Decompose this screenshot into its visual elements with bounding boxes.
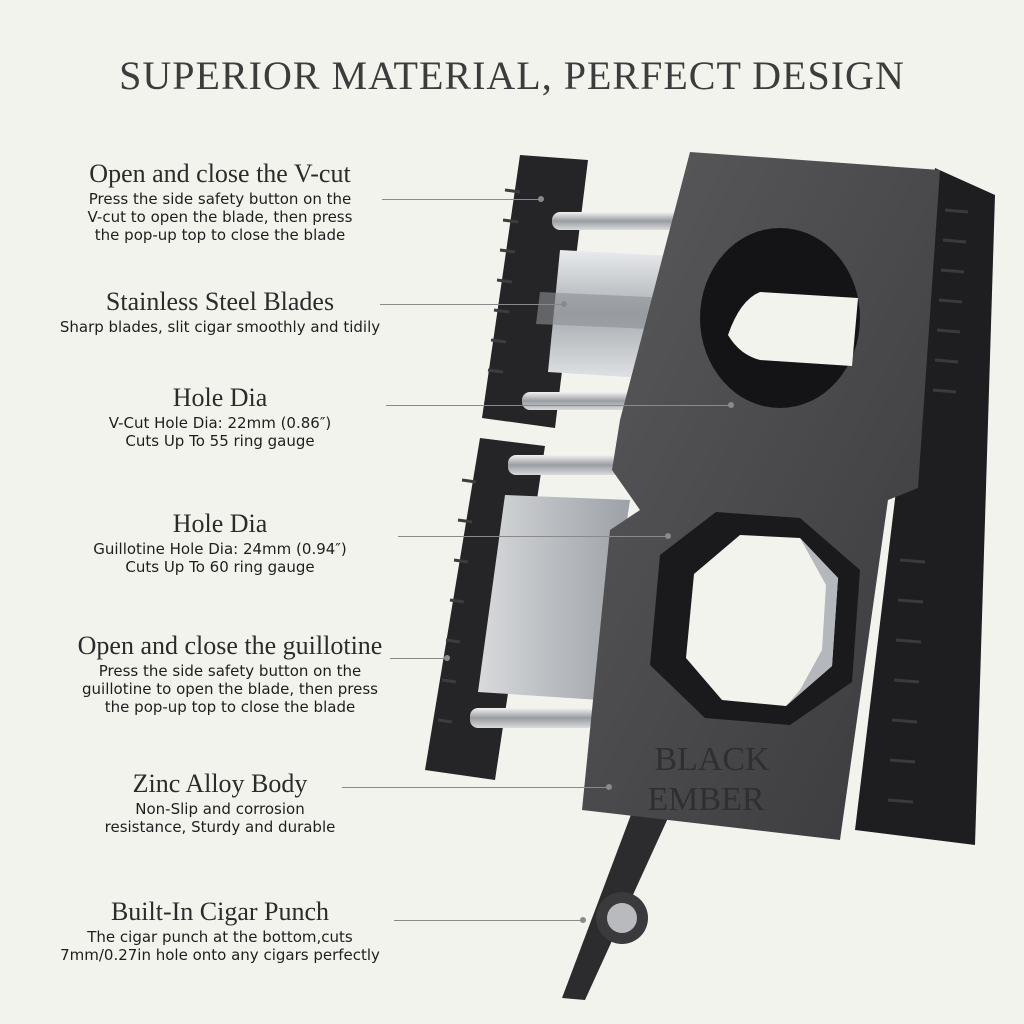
feature-heading: Built-In Cigar Punch bbox=[110, 897, 330, 926]
feature-guillotine: Open and close the guillotine Press the … bbox=[30, 630, 430, 716]
feature-vcut-hole: Hole Dia V-Cut Hole Dia: 22mm (0.86″) Cu… bbox=[60, 382, 380, 450]
leader-dot bbox=[561, 301, 567, 307]
leader-line bbox=[394, 920, 584, 921]
feature-guillotine-hole: Hole Dia Guillotine Hole Dia: 24mm (0.94… bbox=[55, 508, 385, 576]
feature-zinc-body: Zinc Alloy Body Non-Slip and corrosion r… bbox=[60, 768, 380, 836]
feature-desc-line: 7mm/0.27in hole onto any cigars perfectl… bbox=[60, 946, 380, 964]
leader-dot bbox=[444, 655, 450, 661]
feature-desc-line: V-Cut Hole Dia: 22mm (0.86″) bbox=[108, 414, 332, 432]
v-cut-carriage bbox=[482, 155, 682, 428]
leader-dot bbox=[665, 533, 671, 539]
brand-line-2: EMBER bbox=[647, 781, 764, 818]
side-rail bbox=[855, 168, 995, 845]
leader-dot bbox=[606, 784, 612, 790]
leader-line bbox=[380, 304, 565, 305]
feature-desc-line: Press the side safety button on the bbox=[98, 662, 362, 680]
feature-desc-line: Cuts Up To 55 ring gauge bbox=[125, 432, 315, 450]
leader-dot bbox=[728, 402, 734, 408]
feature-desc-line: Guillotine Hole Dia: 24mm (0.94″) bbox=[93, 540, 347, 558]
feature-desc-line: V-cut to open the blade, then press bbox=[87, 208, 353, 226]
leader-line bbox=[342, 787, 610, 788]
feature-desc-line: guillotine to open the blade, then press bbox=[82, 680, 378, 698]
feature-desc-line: the pop-up top to close the blade bbox=[104, 698, 356, 716]
feature-heading: Hole Dia bbox=[172, 383, 268, 412]
leader-line bbox=[382, 199, 542, 200]
feature-blades: Stainless Steel Blades Sharp blades, sli… bbox=[20, 286, 420, 336]
brand-line-1: BLACK bbox=[654, 741, 770, 778]
feature-desc-line: Non-Slip and corrosion bbox=[135, 800, 305, 818]
page-title: SUPERIOR MATERIAL, PERFECT DESIGN bbox=[119, 53, 905, 98]
feature-desc-line: resistance, Sturdy and durable bbox=[104, 818, 336, 836]
leader-line bbox=[386, 405, 731, 406]
main-body bbox=[582, 152, 940, 840]
feature-heading: Hole Dia bbox=[172, 509, 268, 538]
feature-desc-line: The cigar punch at the bottom,cuts bbox=[87, 928, 353, 946]
feature-v-cut: Open and close the V-cut Press the side … bbox=[40, 158, 400, 244]
feature-desc-line: the pop-up top to close the blade bbox=[94, 226, 346, 244]
leader-line bbox=[398, 536, 668, 537]
leader-line bbox=[390, 658, 448, 659]
feature-heading: Open and close the V-cut bbox=[89, 159, 351, 188]
feature-heading: Open and close the guillotine bbox=[77, 631, 383, 660]
leader-dot bbox=[580, 917, 586, 923]
feature-desc-line: Press the side safety button on the bbox=[88, 190, 352, 208]
feature-desc-line: Cuts Up To 60 ring gauge bbox=[125, 558, 315, 576]
leader-dot bbox=[538, 196, 544, 202]
feature-heading: Stainless Steel Blades bbox=[105, 287, 335, 316]
feature-punch: Built-In Cigar Punch The cigar punch at … bbox=[20, 896, 420, 964]
guillotine-carriage bbox=[425, 438, 638, 780]
feature-heading: Zinc Alloy Body bbox=[132, 769, 308, 798]
cigar-punch bbox=[562, 812, 668, 1000]
feature-desc-line: Sharp blades, slit cigar smoothly and ti… bbox=[59, 318, 381, 336]
